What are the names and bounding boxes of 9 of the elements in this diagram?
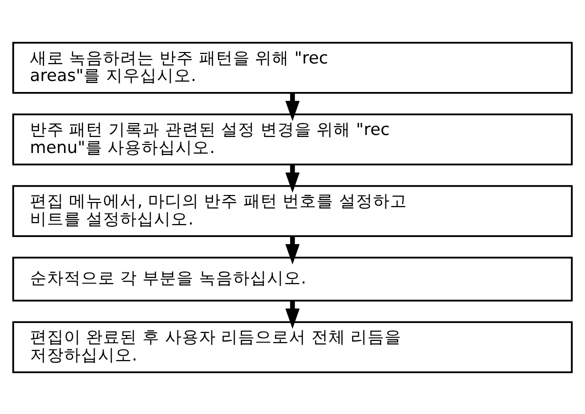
arrow bbox=[285, 92, 300, 121]
node-box: 반주 패턴 기록과 관련된 설정 변경을 위해 "rec menu"를 사용하십시오. bbox=[12, 113, 573, 165]
arrow bbox=[285, 164, 300, 192]
node-box: 순차적으로 각 부분을 녹음하십시오. bbox=[12, 256, 573, 301]
node-box: 편집 메뉴에서, 마디의 반주 패턴 번호를 설정하고 비트를 설정하십시오. bbox=[12, 184, 573, 237]
arrow bbox=[285, 236, 300, 264]
node-box: 편집이 완료된 후 사용자 리듬으로서 전체 리듬을 저장하십시오. bbox=[12, 320, 573, 373]
arrow bbox=[285, 300, 300, 328]
node-box: 새로 녹음하려는 반주 패턴을 위해 "rec areas"를 지우십시오. bbox=[12, 41, 573, 94]
